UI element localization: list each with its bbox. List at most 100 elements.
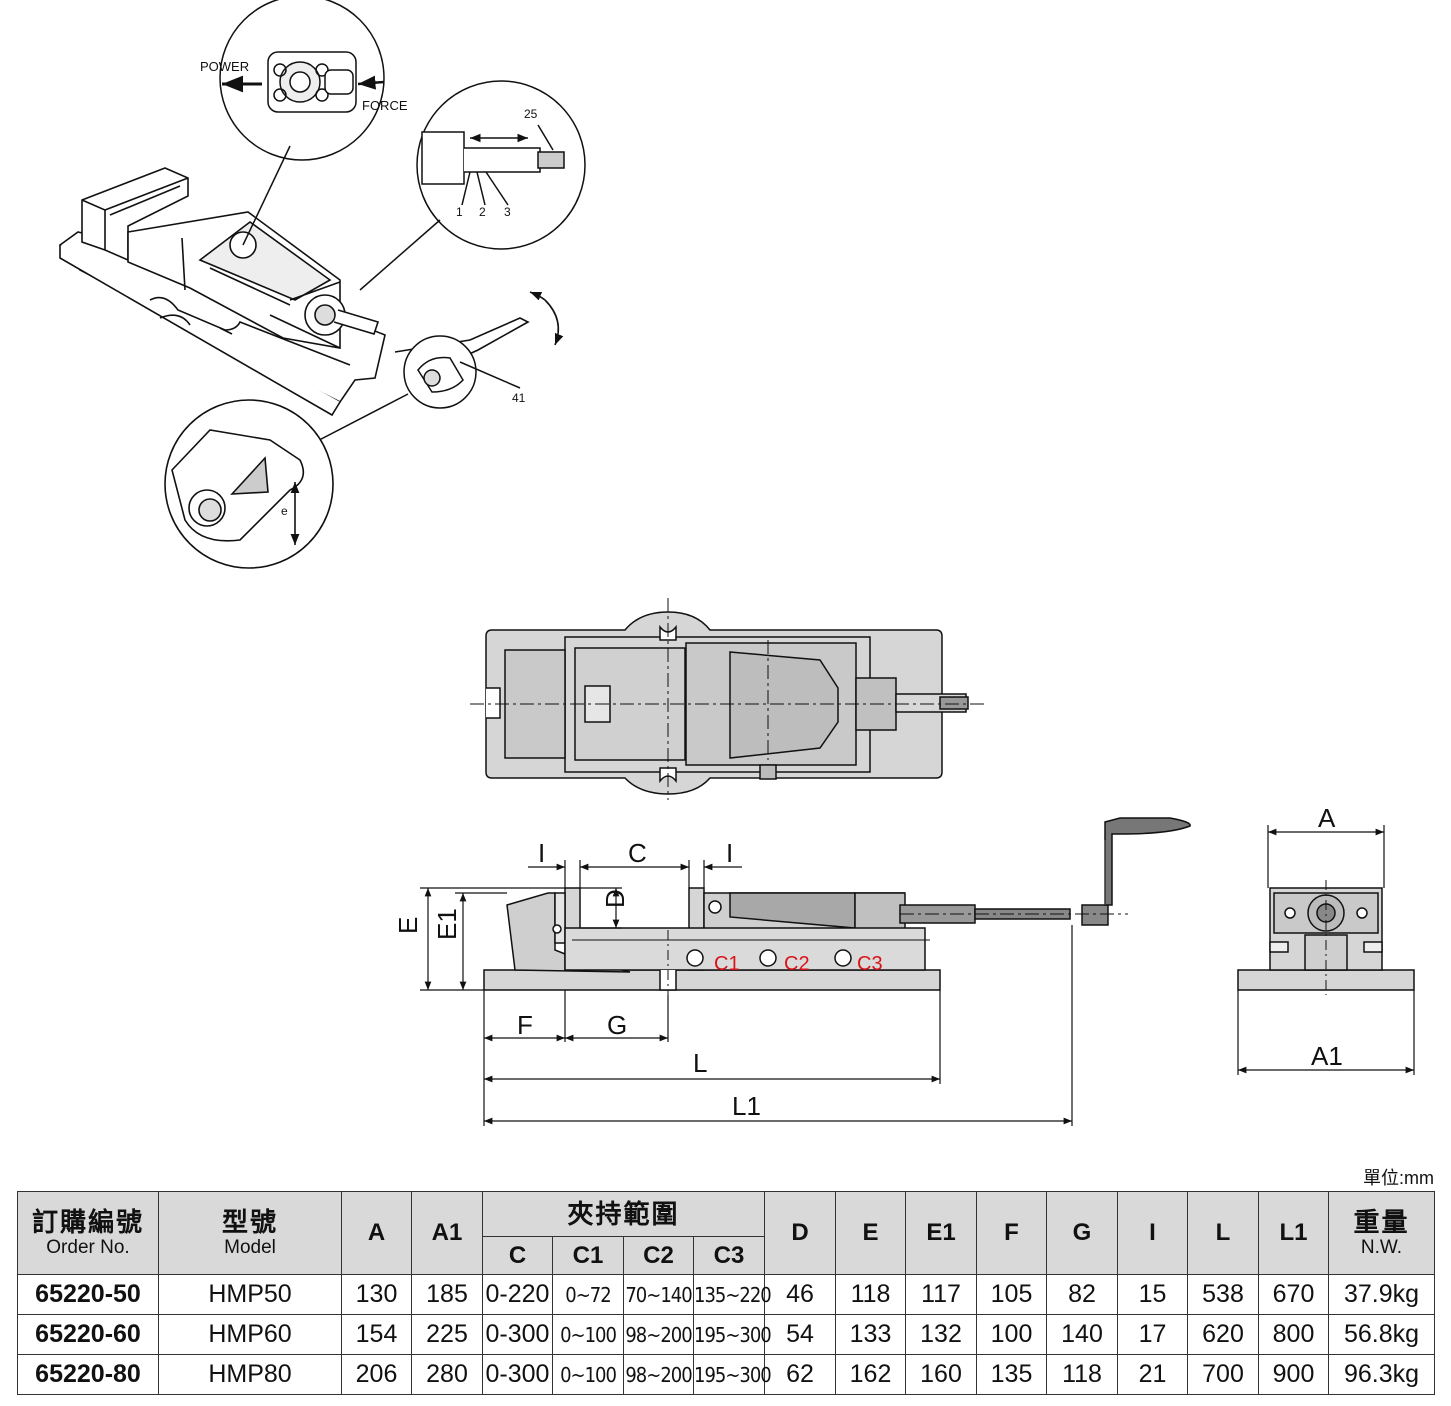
cell-c2: 70~140 bbox=[623, 1274, 694, 1315]
cell-l: 620 bbox=[1187, 1314, 1260, 1355]
header-a: A bbox=[341, 1191, 412, 1275]
detail-handle bbox=[299, 335, 521, 451]
cell-l1: 900 bbox=[1258, 1354, 1330, 1395]
cell-a: 154 bbox=[341, 1314, 412, 1355]
cell-l1: 800 bbox=[1258, 1314, 1330, 1355]
header-c: C bbox=[482, 1236, 553, 1275]
header-f: F bbox=[976, 1191, 1048, 1275]
cell-i: 17 bbox=[1117, 1314, 1189, 1355]
callout-1: 1 bbox=[456, 205, 463, 219]
dim-e1: E1 bbox=[432, 908, 462, 940]
top-view bbox=[470, 598, 985, 800]
cell-c2: 98~200 bbox=[623, 1354, 694, 1395]
cell-a1: 225 bbox=[411, 1314, 483, 1355]
callout-2: 2 bbox=[479, 205, 486, 219]
cell-i: 21 bbox=[1117, 1354, 1189, 1395]
cell-g: 118 bbox=[1046, 1354, 1119, 1395]
cell-order: 65220-50 bbox=[17, 1274, 159, 1315]
cell-g: 140 bbox=[1046, 1314, 1119, 1355]
cell-e1: 160 bbox=[905, 1354, 978, 1395]
side-view bbox=[483, 817, 1191, 995]
header-c3: C3 bbox=[692, 1236, 766, 1275]
cell-f: 135 bbox=[976, 1354, 1048, 1395]
end-view bbox=[1237, 880, 1415, 995]
cell-d: 46 bbox=[764, 1274, 837, 1315]
technical-drawings: POWER FORCE 25 1 2 3 41 e bbox=[58, 0, 1415, 1126]
dim-l1: L1 bbox=[732, 1091, 761, 1121]
cell-i: 15 bbox=[1117, 1274, 1189, 1315]
cell-f: 100 bbox=[976, 1314, 1048, 1355]
dim-d: D bbox=[600, 889, 630, 908]
cell-d: 62 bbox=[764, 1354, 837, 1395]
cell-f: 105 bbox=[976, 1274, 1048, 1315]
cell-a: 206 bbox=[341, 1354, 412, 1395]
detail-power-force bbox=[219, 0, 385, 246]
power-label: POWER bbox=[200, 59, 249, 74]
header-g: G bbox=[1046, 1191, 1119, 1275]
detail-e bbox=[164, 399, 334, 569]
dim-g: G bbox=[607, 1010, 627, 1040]
header-e1: E1 bbox=[905, 1191, 978, 1275]
cell-a1: 280 bbox=[411, 1354, 483, 1395]
cell-c: 0-300 bbox=[482, 1314, 553, 1355]
cell-model: HMP60 bbox=[158, 1314, 342, 1355]
table-row: 65220-60 HMP60 154 225 0-300 0~100 98~20… bbox=[17, 1314, 1436, 1355]
cell-order: 65220-60 bbox=[17, 1314, 159, 1355]
dim-c3: C3 bbox=[857, 953, 883, 975]
cell-l: 538 bbox=[1187, 1274, 1260, 1315]
cell-l1: 670 bbox=[1258, 1274, 1330, 1315]
cell-model: HMP50 bbox=[158, 1274, 342, 1315]
dim-f: F bbox=[517, 1010, 533, 1040]
cell-weight: 56.8kg bbox=[1328, 1314, 1436, 1355]
callout-e: e bbox=[281, 504, 288, 518]
cell-c2: 98~200 bbox=[623, 1314, 694, 1355]
header-l1: L1 bbox=[1258, 1191, 1330, 1275]
header-e: E bbox=[835, 1191, 907, 1275]
header-d: D bbox=[764, 1191, 837, 1275]
dim-l: L bbox=[693, 1048, 707, 1078]
dim-c2: C2 bbox=[784, 953, 810, 975]
header-l: L bbox=[1187, 1191, 1260, 1275]
callout-3: 3 bbox=[504, 205, 511, 219]
cell-c1: 0~100 bbox=[552, 1354, 624, 1395]
end-dimensions bbox=[1237, 825, 1415, 1075]
callout-41: 41 bbox=[512, 391, 526, 405]
header-i: I bbox=[1117, 1191, 1189, 1275]
header-c2: C2 bbox=[623, 1236, 694, 1275]
cell-c3: 195~300 bbox=[692, 1354, 772, 1395]
isometric-vise-view bbox=[58, 167, 564, 417]
cell-g: 82 bbox=[1046, 1274, 1119, 1315]
table-row: 65220-80 HMP80 206 280 0-300 0~100 98~20… bbox=[17, 1354, 1436, 1395]
cell-c3: 195~300 bbox=[692, 1314, 772, 1355]
force-label: FORCE bbox=[362, 98, 408, 113]
cell-e1: 117 bbox=[905, 1274, 978, 1315]
cell-e1: 132 bbox=[905, 1314, 978, 1355]
dim-i-left: I bbox=[538, 838, 545, 868]
cell-weight: 37.9kg bbox=[1328, 1274, 1436, 1315]
cell-order: 65220-80 bbox=[17, 1354, 159, 1395]
cell-c: 0-220 bbox=[482, 1274, 553, 1315]
cell-c: 0-300 bbox=[482, 1354, 553, 1395]
cell-c1: 0~100 bbox=[552, 1314, 624, 1355]
cell-c1: 0~72 bbox=[552, 1274, 624, 1315]
callout-25: 25 bbox=[524, 107, 538, 121]
dim-c1: C1 bbox=[714, 953, 740, 975]
cell-e: 133 bbox=[835, 1314, 907, 1355]
unit-label: 單位:mm bbox=[1363, 1168, 1434, 1188]
header-c1: C1 bbox=[552, 1236, 624, 1275]
cell-weight: 96.3kg bbox=[1328, 1354, 1436, 1395]
dim-c: C bbox=[628, 838, 647, 868]
dim-a1: A1 bbox=[1311, 1041, 1343, 1071]
cell-l: 700 bbox=[1187, 1354, 1260, 1395]
dim-i-right: I bbox=[726, 838, 733, 868]
cell-e: 162 bbox=[835, 1354, 907, 1395]
cell-c3: 135~220 bbox=[692, 1274, 772, 1315]
detail-spindle bbox=[359, 80, 586, 291]
cell-model: HMP80 bbox=[158, 1354, 342, 1395]
cell-a1: 185 bbox=[411, 1274, 483, 1315]
header-clamping-range: 夾持範圍 bbox=[481, 1191, 766, 1237]
